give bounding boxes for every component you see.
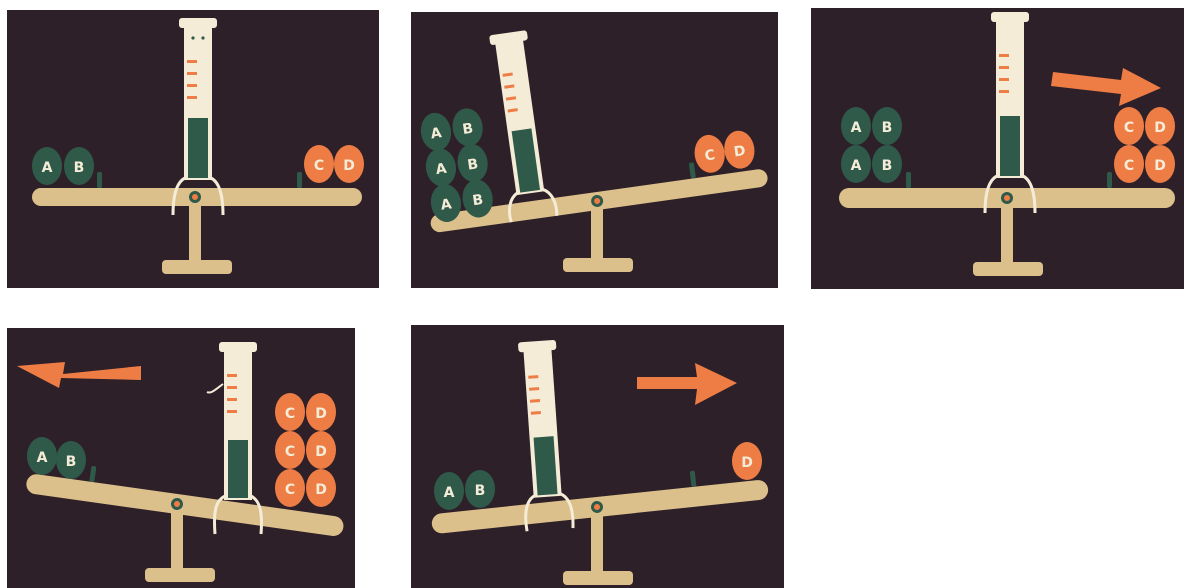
arrow-right-icon (1051, 68, 1161, 106)
test-tube-icon (985, 12, 1035, 213)
svg-text:A: A (851, 158, 862, 174)
molecule-b: B (56, 441, 86, 479)
svg-text:D: D (343, 158, 355, 174)
svg-text:A: A (42, 160, 53, 176)
test-tube-icon (173, 18, 223, 215)
molecule-a: A (32, 147, 62, 185)
panel-5: A B D (411, 325, 784, 588)
molecule-a: A (27, 437, 57, 475)
molecule-b: B (455, 142, 490, 184)
molecule-a: A (434, 472, 464, 510)
svg-text:D: D (741, 455, 753, 471)
right-molecules: C D (304, 145, 364, 183)
svg-text:D: D (315, 482, 327, 498)
molecule-d: D (732, 442, 762, 480)
molecule-c: C (304, 145, 334, 183)
molecule-d: D (334, 145, 364, 183)
svg-text:C: C (285, 444, 295, 460)
left-molecules: A B (434, 470, 495, 510)
molecule-c: C (692, 133, 727, 175)
svg-text:D: D (733, 143, 747, 160)
right-molecules: C D C D (1114, 107, 1175, 183)
molecule-c: C (275, 431, 305, 469)
molecule-a: A (418, 111, 453, 153)
svg-text:B: B (74, 160, 85, 176)
seesaw-scene: A B C D C D C D (7, 328, 355, 588)
right-molecules: D (732, 442, 762, 480)
molecule-c: C (1114, 145, 1144, 183)
seesaw-beam-group: A B C D (32, 18, 364, 215)
molecule-a: A (841, 145, 871, 183)
arrow-right-icon (637, 363, 737, 405)
svg-text:C: C (1124, 158, 1134, 174)
left-molecules: A B (27, 437, 86, 479)
molecule-d: D (306, 431, 336, 469)
seesaw-scene: A B A B C D C D (811, 8, 1184, 289)
svg-text:B: B (66, 454, 77, 470)
left-molecules: A B (32, 147, 94, 185)
molecule-d: D (1145, 145, 1175, 183)
svg-text:B: B (882, 120, 893, 136)
svg-text:A: A (851, 120, 862, 136)
molecule-b: B (450, 106, 485, 148)
svg-text:B: B (475, 483, 486, 499)
svg-text:B: B (462, 121, 475, 138)
svg-text:D: D (1154, 120, 1166, 136)
svg-text:B: B (467, 156, 480, 173)
molecule-b: B (64, 147, 94, 185)
molecule-d: D (306, 393, 336, 431)
svg-text:D: D (1154, 158, 1166, 174)
molecule-b: B (872, 107, 902, 145)
molecule-c: C (275, 469, 305, 507)
right-molecules: C D (692, 129, 757, 175)
svg-text:A: A (444, 485, 455, 501)
panel-4: A B C D C D C D (7, 328, 355, 588)
molecule-d: D (1145, 107, 1175, 145)
seesaw-beam-group: A B A B C D C D (839, 12, 1175, 213)
svg-text:C: C (285, 406, 295, 422)
svg-text:A: A (37, 450, 48, 466)
svg-text:C: C (285, 482, 295, 498)
svg-text:D: D (315, 406, 327, 422)
svg-text:C: C (314, 158, 324, 174)
seesaw-scene: A B A B A B C D (411, 12, 778, 288)
molecule-d: D (306, 469, 336, 507)
seesaw-scene: A B C D (7, 10, 379, 288)
seesaw-scene: A B D (411, 325, 784, 588)
molecule-c: C (1114, 107, 1144, 145)
left-molecules: A B A B A B (418, 106, 495, 224)
molecule-b: B (465, 470, 495, 508)
svg-text:B: B (882, 158, 893, 174)
seesaw-base (973, 204, 1043, 276)
panel-3: A B A B C D C D (811, 8, 1184, 289)
svg-text:D: D (315, 444, 327, 460)
seesaw-beam-group: A B A B A B C D (411, 12, 769, 233)
arrow-left-icon (17, 362, 141, 388)
molecule-c: C (275, 393, 305, 431)
test-tube-icon (485, 30, 558, 223)
panel-1: A B C D (7, 10, 379, 288)
svg-text:C: C (1124, 120, 1134, 136)
left-molecules: A B A B (841, 107, 902, 183)
molecule-b: B (872, 145, 902, 183)
panel-2: A B A B A B C D (411, 12, 778, 288)
molecule-d: D (722, 129, 757, 171)
molecule-a: A (841, 107, 871, 145)
svg-text:B: B (472, 192, 485, 209)
right-molecules: C D C D C D (275, 393, 336, 507)
molecule-a: A (423, 146, 458, 188)
